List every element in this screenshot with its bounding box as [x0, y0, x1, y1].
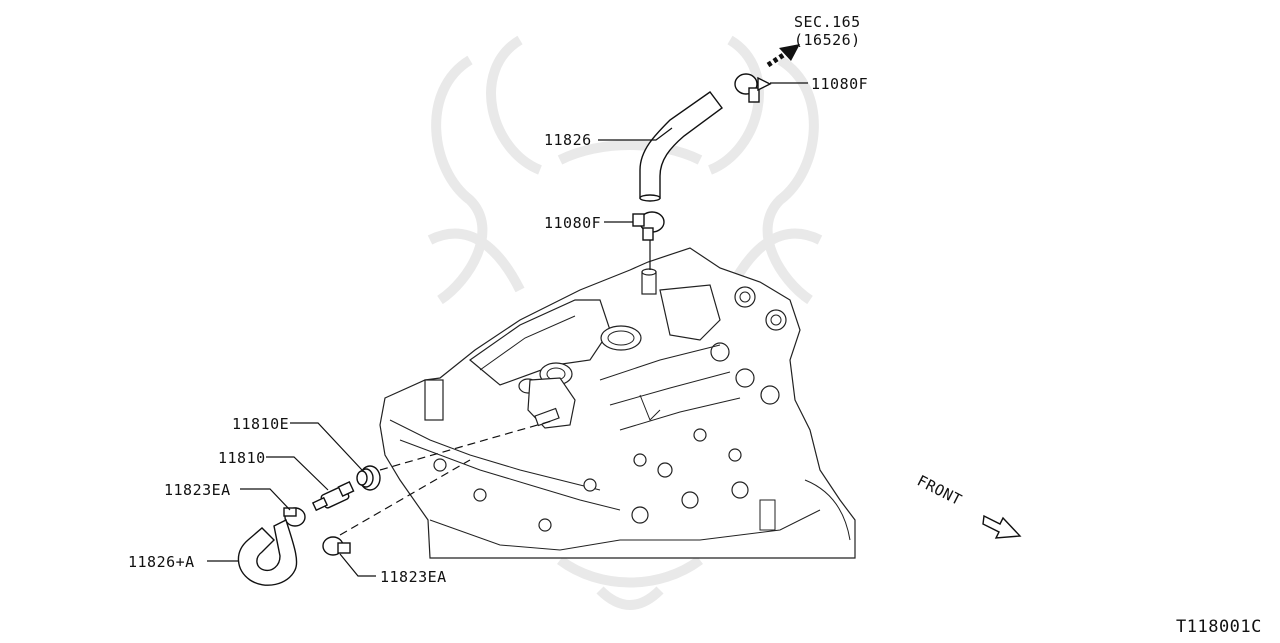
- leader-11810: [266, 456, 329, 491]
- clamp-11080F-top: [734, 73, 772, 103]
- front-indicator: FRONT: [914, 472, 1022, 539]
- assembly-line-upper: [379, 419, 556, 471]
- hose-11826: [639, 91, 723, 202]
- pcv-valve-11810: [311, 481, 355, 512]
- leader-11810E: [290, 422, 363, 471]
- label-11826: 11826: [544, 131, 592, 149]
- label-11080F-top: 11080F: [811, 75, 868, 93]
- section-arrow: [766, 44, 800, 68]
- leader-11826: [598, 127, 673, 141]
- hose-11826A: [237, 519, 298, 586]
- watermark-emblem: [427, 35, 823, 610]
- clamp-11823EA-upper: [283, 507, 306, 527]
- front-label: FRONT: [914, 472, 965, 510]
- label-11823EA-upper: 11823EA: [164, 481, 231, 499]
- label-11810E: 11810E: [232, 415, 289, 433]
- clamp-11823EA-lower: [322, 536, 351, 556]
- grommet-11810E: [356, 465, 381, 491]
- engine-cylinder-head: [379, 247, 856, 559]
- section-ref-line1: SEC.165: [794, 13, 861, 31]
- clamp-11080F-mid: [632, 211, 665, 241]
- front-arrow-icon: [982, 514, 1022, 539]
- section-ref-line2: (16526): [794, 31, 861, 49]
- label-11080F-mid: 11080F: [544, 214, 601, 232]
- leader-11823EA-upper: [240, 488, 291, 511]
- diagram-code: T118001C: [1176, 617, 1262, 637]
- label-11823EA-lower: 11823EA: [380, 568, 447, 586]
- label-11826A: 11826+A: [128, 553, 195, 571]
- leader-11823EA-lower: [339, 553, 376, 577]
- label-11810: 11810: [218, 449, 266, 467]
